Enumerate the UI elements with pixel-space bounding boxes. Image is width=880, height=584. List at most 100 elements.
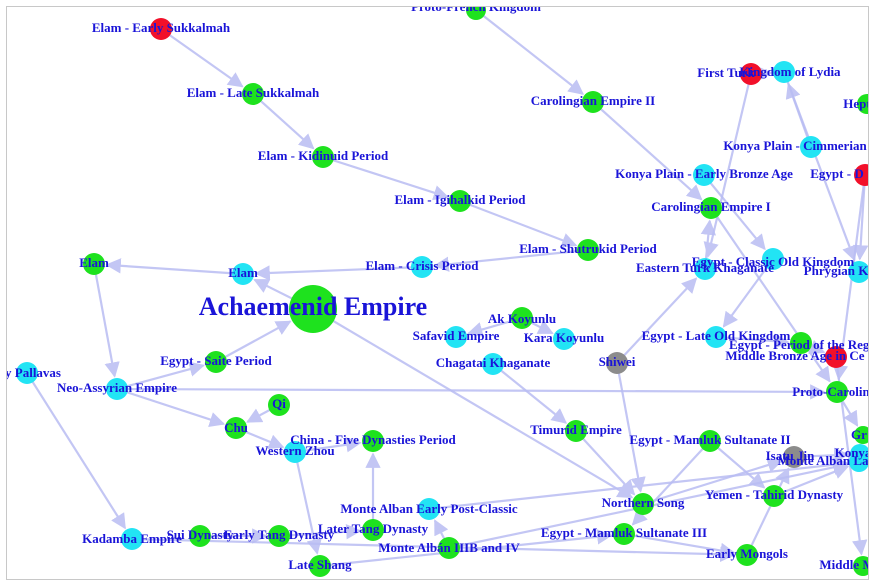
node-achaemenid[interactable] <box>289 285 337 333</box>
node-label-sui: Sui Dynasty <box>167 527 234 542</box>
node-kingdom-lydia[interactable] <box>773 61 795 83</box>
node-neo-assyrian[interactable] <box>106 378 128 400</box>
node-egypt-mamluk-iii[interactable] <box>613 523 635 545</box>
node-label-safavid: Safavid Empire <box>413 328 500 343</box>
edge-elam-igihalkid-to-elam-shutrukid <box>459 199 578 248</box>
edge-neo-assyrian-to-egypt-saite <box>116 361 205 391</box>
node-egypt-late-old[interactable] <box>705 326 727 348</box>
node-late-shang[interactable] <box>309 555 331 577</box>
node-elam-igihalkid[interactable] <box>449 190 471 212</box>
node-western-zhou[interactable] <box>284 441 306 463</box>
node-monte-alban-iiib[interactable] <box>438 537 460 559</box>
edge-shiwei-to-eastern-turk <box>616 277 698 364</box>
node-later-tang[interactable] <box>362 519 384 541</box>
edge-proto-french-to-carolingian-ii <box>475 9 584 95</box>
node-label-hept: Hept <box>843 96 868 111</box>
edge-chagatai-to-timurid <box>492 363 568 424</box>
node-label-konya-early-bronze: Konya Plain - Early Bronze Age <box>615 166 793 181</box>
node-egypt-d[interactable] <box>854 164 868 186</box>
node-timurid[interactable] <box>565 420 587 442</box>
node-elam-kidinuid[interactable] <box>312 146 334 168</box>
node-isatu-jin[interactable] <box>783 446 805 468</box>
node-label-proto-french: Proto-French Kingdom <box>411 7 541 14</box>
node-label-middle-right: Middle M <box>819 557 868 572</box>
node-carolingian-i[interactable] <box>700 197 722 219</box>
node-early-mongols[interactable] <box>736 544 758 566</box>
node-label-pallavas: y Pallavas <box>7 365 61 380</box>
edge-early-mongols-to-isatu-jin <box>746 467 790 556</box>
edge-kingdom-lydia-to-phrygian <box>782 71 857 262</box>
node-label-chagatai: Chagatai Khaganate <box>436 355 551 370</box>
node-gr[interactable] <box>854 426 868 444</box>
node-konya-early-bronze[interactable] <box>693 164 715 186</box>
node-elam-shutrukid[interactable] <box>577 239 599 261</box>
node-label-elam-crisis: Elam - Crisis Period <box>365 258 479 273</box>
node-label-elam-cyan: Elam <box>228 265 258 280</box>
node-safavid[interactable] <box>445 326 467 348</box>
node-label-elam-late-sukkalmah: Elam - Late Sukkalmah <box>187 85 320 100</box>
node-elam-early-sukkalmah[interactable] <box>150 18 172 40</box>
edge-elam-late-sukkalmah-to-elam-kidinuid <box>252 93 315 150</box>
node-label-western-zhou: Western Zhou <box>255 443 334 458</box>
node-proto-carolingian[interactable] <box>826 381 848 403</box>
node-proto-french[interactable] <box>466 7 486 20</box>
node-first-turk[interactable] <box>740 63 762 85</box>
node-elam-crisis[interactable] <box>411 256 433 278</box>
node-label-egypt-saite: Egypt - Saite Period <box>160 353 272 368</box>
node-egypt-saite[interactable] <box>205 351 227 373</box>
node-label-isatu-jin: Isatu Jin <box>766 448 816 463</box>
node-qi[interactable] <box>268 394 290 416</box>
edge-elam-crisis-to-elam-cyan <box>254 265 423 281</box>
node-label-late-shang: Late Shang <box>288 557 352 572</box>
node-egypt-classic-old[interactable] <box>762 248 784 270</box>
edge-achaemenid-to-northern-song <box>312 308 634 499</box>
node-egypt-mamluk-ii[interactable] <box>699 430 721 452</box>
edge-elam-shutrukid-to-elam-crisis <box>433 248 589 272</box>
node-label-elam-igihalkid: Elam - Igihalkid Period <box>394 192 526 207</box>
node-elam-late-sukkalmah[interactable] <box>242 83 264 105</box>
node-konya-cimmerian[interactable] <box>800 136 822 158</box>
node-label-qi: Qi <box>272 396 286 411</box>
node-elam-cyan[interactable] <box>232 263 254 285</box>
node-label-monte-alban-iiib: Monte Albán IIIB and IV <box>378 540 520 555</box>
node-middle-bronze[interactable] <box>825 346 847 368</box>
node-carolingian-ii[interactable] <box>582 91 604 113</box>
node-northern-song[interactable] <box>632 493 654 515</box>
node-shiwei[interactable] <box>606 352 628 374</box>
node-chagatai[interactable] <box>482 353 504 375</box>
node-phrygian[interactable] <box>848 261 868 283</box>
node-pallavas[interactable] <box>16 362 38 384</box>
node-kadamba[interactable] <box>121 528 143 550</box>
node-egypt-period-regions[interactable] <box>790 332 812 354</box>
node-monte-alban-early-post[interactable] <box>418 498 440 520</box>
node-hept[interactable] <box>857 94 868 114</box>
edges-layer <box>26 9 868 568</box>
node-label-egypt-late-old: Egypt - Late Old Kingdom <box>642 328 791 343</box>
node-label-egypt-d: Egypt - D <box>810 166 863 181</box>
node-label-egypt-classic-old: Egypt - Classic Old Kingdom <box>692 254 855 269</box>
node-yemen-tahirid[interactable] <box>763 485 785 507</box>
node-label-yemen-tahirid: Yemen - Tahirid Dynasty <box>705 487 844 502</box>
node-chu[interactable] <box>225 417 247 439</box>
edge-northern-song-to-isatu-jin <box>642 457 784 506</box>
node-label-ak-koyunlu: Ak Koyunlu <box>488 311 556 326</box>
node-label-egypt-mamluk-ii: Egypt - Mamluk Sultanate II <box>629 432 790 447</box>
node-elam-node[interactable] <box>83 253 105 275</box>
node-china-five-dynasties[interactable] <box>362 430 384 452</box>
node-label-elam-node: Elam <box>79 255 109 270</box>
node-early-tang[interactable] <box>268 525 290 547</box>
node-label-eastern-turk: Eastern Turk Khaganate <box>636 260 774 275</box>
node-ak-koyunlu[interactable] <box>511 307 533 329</box>
edge-late-shang-to-egypt-mamluk-iii <box>319 529 613 568</box>
node-kara-koyunlu[interactable] <box>553 328 575 350</box>
edge-egypt-mamluk-iii-to-early-mongols <box>623 532 736 559</box>
node-label-china-five-dynasties: China - Five Dynasties Period <box>290 432 456 447</box>
node-label-phrygian: Phrygian K <box>804 263 868 278</box>
node-eastern-turk[interactable] <box>694 258 716 280</box>
node-sui[interactable] <box>189 525 211 547</box>
node-middle-right[interactable] <box>853 556 868 576</box>
node-monte-alban-la[interactable] <box>849 452 868 472</box>
